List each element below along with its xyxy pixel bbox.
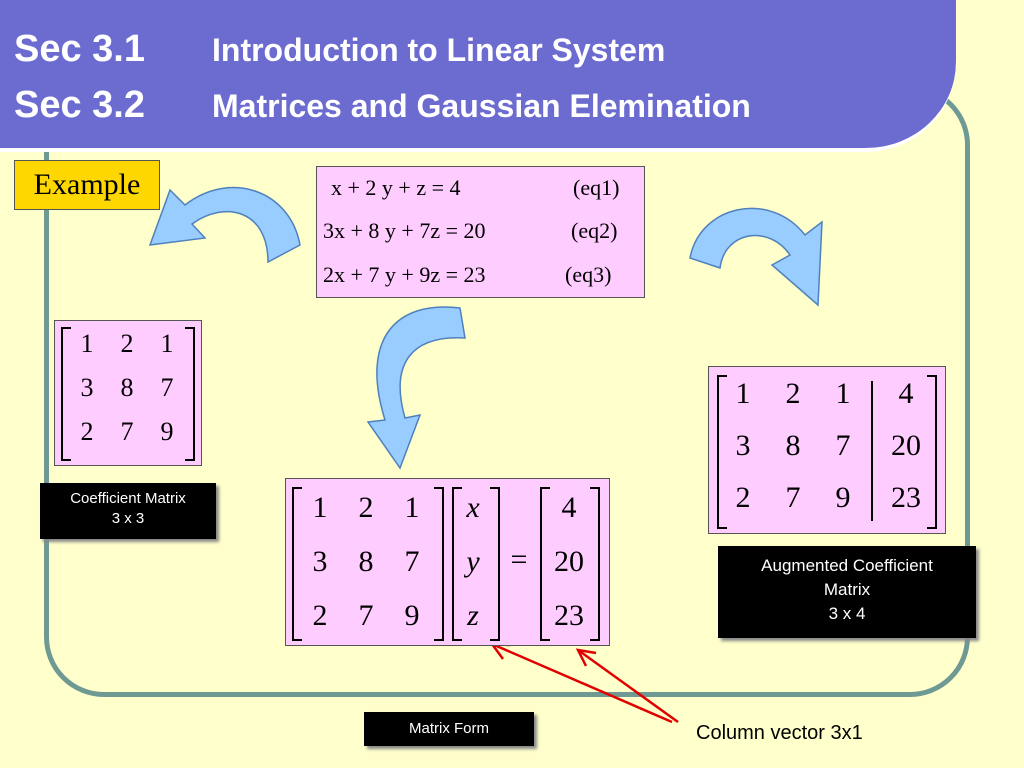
matrix-cell: 7 [120, 417, 134, 446]
matrix-cell: 7 [835, 429, 851, 462]
matrix-cell: 20 [891, 429, 921, 462]
matrix-cell: 8 [120, 373, 134, 402]
matrix-cell: 2 [120, 329, 134, 358]
b-right-bracket [590, 487, 600, 641]
constant-cell: 20 [554, 545, 584, 578]
A-left-bracket [292, 487, 302, 641]
x-right-bracket [490, 487, 500, 641]
augmented-label-line3: 3 x 4 [828, 604, 866, 623]
matrix-cell: 1 [404, 491, 420, 524]
example-label: Example [14, 160, 160, 210]
constant-cell: 23 [554, 599, 584, 632]
matrix-cell: 9 [835, 481, 851, 514]
matrix-cell: 2 [312, 599, 328, 632]
title-bar: Sec 3.1 Introduction to Linear System Se… [0, 0, 956, 152]
variable-cell: x [466, 491, 480, 524]
augmented-label-line2: Matrix [823, 580, 871, 599]
b-left-bracket [540, 487, 550, 641]
matrix-cell: 9 [404, 599, 420, 632]
coefficient-matrix-label: Coefficient Matrix 3 x 3 [40, 483, 216, 539]
matrix-cell: 9 [160, 417, 174, 446]
matrix-cell: 1 [160, 329, 174, 358]
matrix-cell: 7 [404, 545, 420, 578]
x-left-bracket [452, 487, 462, 641]
augmented-matrix: 1 2 1 4 3 8 7 20 2 7 9 23 [708, 366, 946, 534]
matrix-cell: 2 [735, 481, 751, 514]
matrix-cell: 3 [735, 429, 751, 462]
matrix-cell: 2 [80, 417, 94, 446]
left-bracket [61, 327, 71, 461]
annotation-arrows [489, 642, 679, 724]
matrix-cell: 4 [898, 377, 914, 410]
matrix-cell: 7 [160, 373, 174, 402]
constant-cell: 4 [561, 491, 577, 524]
coefficient-label-line1: Coefficient Matrix [70, 490, 186, 507]
title-text-1: Introduction to Linear System [212, 32, 666, 68]
matrix-cell: 3 [80, 373, 94, 402]
matrix-form-label: Matrix Form [364, 712, 534, 746]
matrix-cell: 7 [785, 481, 801, 514]
matrix-cell: 7 [358, 599, 374, 632]
matrix-cell: 1 [735, 377, 751, 410]
augmented-label-line1: Augmented Coefficient [761, 556, 933, 575]
equations-box: x + 2 y + z = 4 (eq1) 3x + 8 y + 7z = 20… [316, 166, 645, 298]
right-bracket [185, 327, 195, 461]
equation-3-tag: (eq3) [565, 262, 612, 287]
A-right-bracket [434, 487, 444, 641]
matrix-cell: 8 [785, 429, 801, 462]
left-bracket [717, 375, 727, 529]
equation-1-tag: (eq1) [573, 175, 620, 200]
equation-3: 2x + 7 y + 9z = 23 [323, 262, 486, 287]
equation-2: 3x + 8 y + 7z = 20 [323, 218, 486, 243]
variable-cell: y [466, 545, 480, 578]
curved-arrow-right-icon [689, 207, 823, 307]
equals-sign: = [510, 543, 528, 576]
curved-arrow-center-icon [366, 306, 466, 470]
title-sec-1: Sec 3.1 [14, 28, 145, 70]
equation-2-tag: (eq2) [571, 218, 618, 243]
matrix-cell: 2 [785, 377, 801, 410]
matrix-cell: 1 [312, 491, 328, 524]
matrix-cell: 3 [312, 545, 328, 578]
curved-arrow-left-icon [148, 186, 301, 264]
matrix-cell: 8 [358, 545, 374, 578]
coefficient-label-line2: 3 x 3 [111, 510, 145, 527]
title-sec-2: Sec 3.2 [14, 84, 145, 126]
right-bracket [927, 375, 937, 529]
matrix-cell: 23 [891, 481, 921, 514]
variable-cell: z [467, 599, 479, 632]
augment-divider [871, 381, 873, 521]
augmented-matrix-label: Augmented Coefficient Matrix 3 x 4 [718, 546, 976, 638]
matrix-cell: 2 [358, 491, 374, 524]
column-vector-label: Column vector 3x1 [696, 722, 863, 744]
equation-1: x + 2 y + z = 4 [331, 175, 461, 200]
matrix-cell: 1 [835, 377, 851, 410]
matrix-cell: 1 [80, 329, 94, 358]
title-text-2: Matrices and Gaussian Elemination [212, 88, 751, 124]
